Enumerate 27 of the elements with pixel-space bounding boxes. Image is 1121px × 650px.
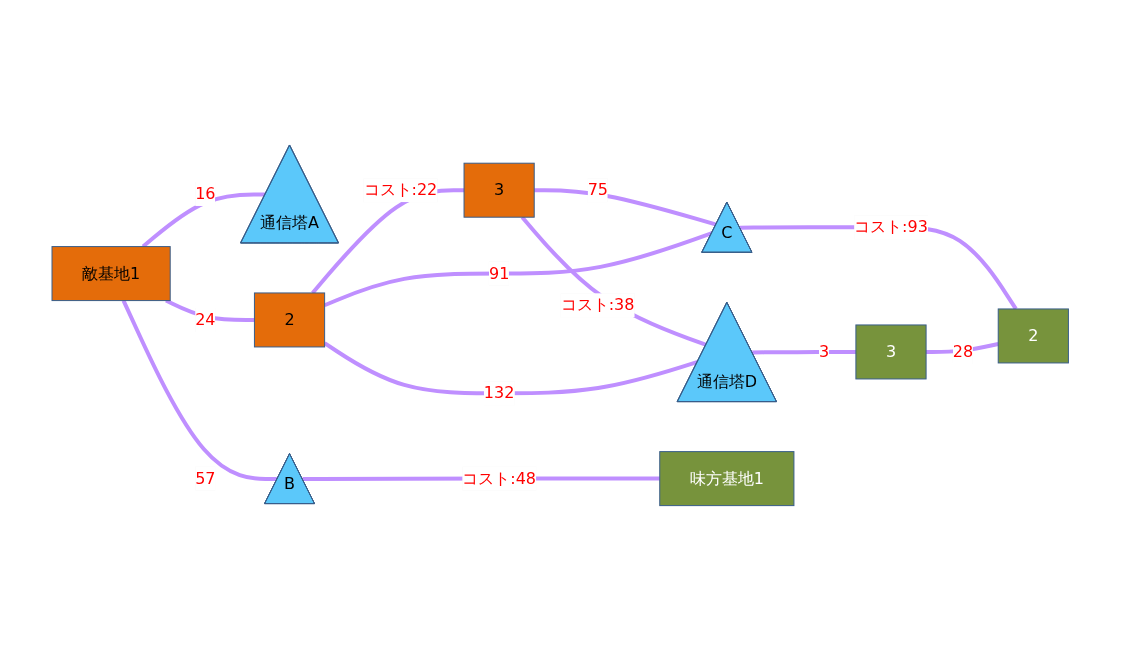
node-box: 3 xyxy=(463,162,535,218)
connector xyxy=(926,341,999,354)
edge-label: コスト:48 xyxy=(462,468,537,488)
edge-label: コスト:93 xyxy=(854,216,929,236)
connector xyxy=(165,298,255,322)
edge-label: 3 xyxy=(819,341,830,361)
edge-label: 57 xyxy=(195,468,216,488)
edge-label: 16 xyxy=(195,183,216,203)
node-box: 味方基地1 xyxy=(659,450,795,506)
edge-label: 132 xyxy=(484,382,515,402)
node-box: 2 xyxy=(254,292,326,348)
connector xyxy=(122,299,278,481)
connector xyxy=(323,341,699,395)
edge-label: コスト:38 xyxy=(560,294,635,314)
node-box: 敵基地1 xyxy=(51,245,171,301)
edge-label: コスト:22 xyxy=(363,179,438,199)
edge-label: 75 xyxy=(587,179,609,199)
node-box: 2 xyxy=(998,308,1070,364)
connector xyxy=(534,187,718,227)
connector xyxy=(521,215,708,347)
connector xyxy=(324,231,713,307)
edge-label: 24 xyxy=(195,309,216,329)
node-box: 3 xyxy=(855,324,927,380)
edge-label: 91 xyxy=(489,263,510,283)
edge-label: 28 xyxy=(953,341,974,361)
connector xyxy=(752,349,857,355)
connector xyxy=(142,192,266,248)
